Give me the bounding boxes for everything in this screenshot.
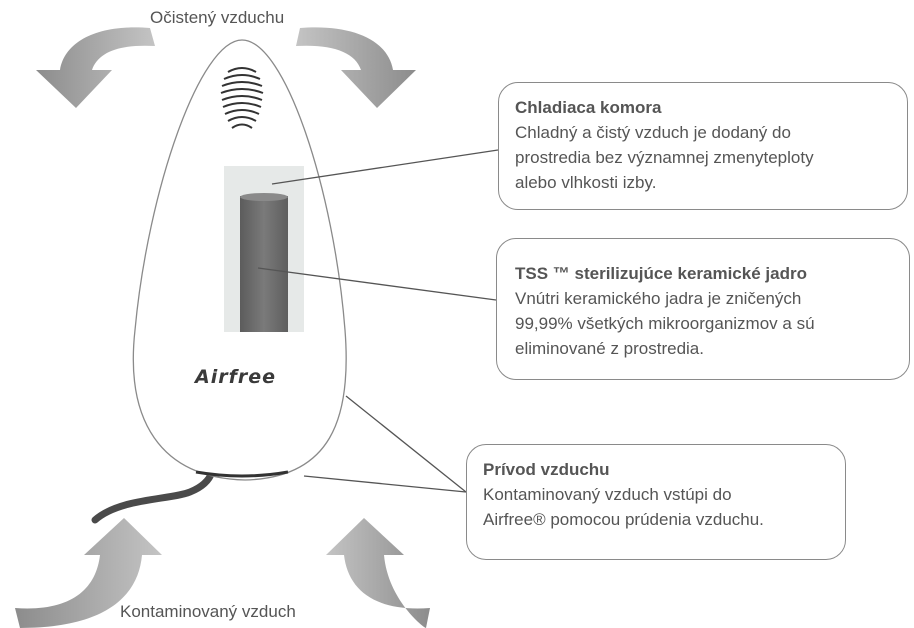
outflow-arrow-left [36,27,155,108]
leader-core [257,267,497,301]
callout-air-intake: Prívod vzduchu Kontaminovaný vzduch vstú… [466,444,846,560]
callout-line: alebo vlhkosti izby. [515,173,657,192]
leader-intake-bottom [303,475,467,493]
leader-intake-top [345,395,467,493]
ceramic-core [240,196,288,332]
callout-line: prostredia bez významnej zmenyteploty [515,148,814,167]
power-cord [91,468,216,524]
intake-arrow-left [15,518,162,628]
callout-line: 99,99% všetkých mikroorganizmov a sú [515,314,815,333]
callout-title: TSS ™ sterilizujúce keramické jadro [515,264,807,283]
leader-cooling [271,149,499,185]
intake-slot [195,470,289,478]
airfree-logo: Airfree [195,366,276,388]
outflow-arrow-right [296,27,416,108]
intake-arrow-right [326,518,430,628]
callout-line: Airfree® pomocou prúdenia vzduchu. [483,510,764,529]
callout-ceramic-core: TSS ™ sterilizujúce keramické jadro Vnút… [496,238,910,380]
callout-line: Chladný a čistý vzduch je dodaný do [515,123,791,142]
callout-title: Chladiaca komora [515,98,662,117]
outflow-label: Očistený vzduchu [150,8,285,27]
callout-line: Kontaminovaný vzduch vstúpi do [483,485,732,504]
callout-title: Prívod vzduchu [483,460,610,479]
callout-cooling-chamber: Chladiaca komora Chladný a čistý vzduch … [498,82,908,210]
top-vent-grille [220,67,264,129]
intake-label: Kontaminovaný vzduch [120,602,296,621]
callout-line: Vnútri keramického jadra je zničených [515,289,802,308]
callout-line: eliminované z prostredia. [515,339,704,358]
